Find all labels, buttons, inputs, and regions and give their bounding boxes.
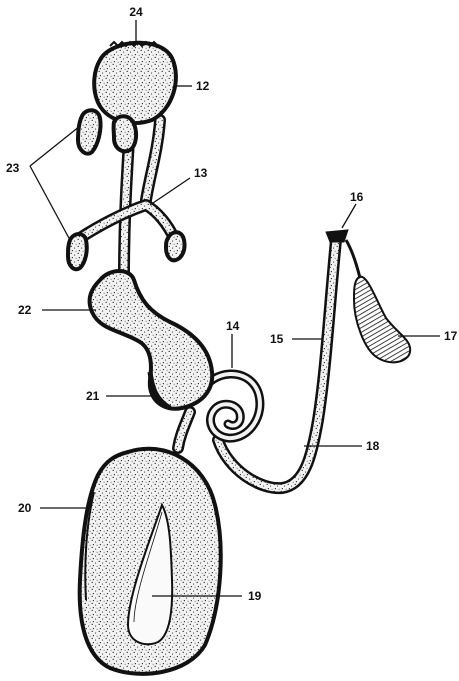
upper-left-appendage [78,110,101,153]
upper-right-appendage [114,116,137,151]
label-20: 20 [18,501,32,515]
long-duct [218,240,336,488]
label-24: 24 [129,5,143,19]
bladder-neck-duct [178,412,190,448]
label-15: 15 [270,332,284,346]
loop-duct [346,240,360,278]
label-21: 21 [86,389,100,403]
label-19: 19 [248,589,262,603]
lower-right-appendage [166,232,185,260]
lower-left-appendage [68,234,87,269]
label-16: 16 [350,190,364,204]
top-gland [94,42,176,123]
label-23: 23 [6,161,20,175]
label-17: 17 [444,329,458,343]
label-22: 22 [18,303,32,317]
urethral-bulb [90,271,213,409]
elongated-organ [354,277,410,363]
right-upper-duct [146,120,160,200]
label-18: 18 [366,439,380,453]
label-12: 12 [196,79,210,93]
label-13: 13 [194,166,208,180]
labels: 24 12 13 23 16 17 15 14 22 21 18 20 19 [6,5,458,603]
label-14: 14 [226,319,240,333]
duct-tip [326,230,348,242]
